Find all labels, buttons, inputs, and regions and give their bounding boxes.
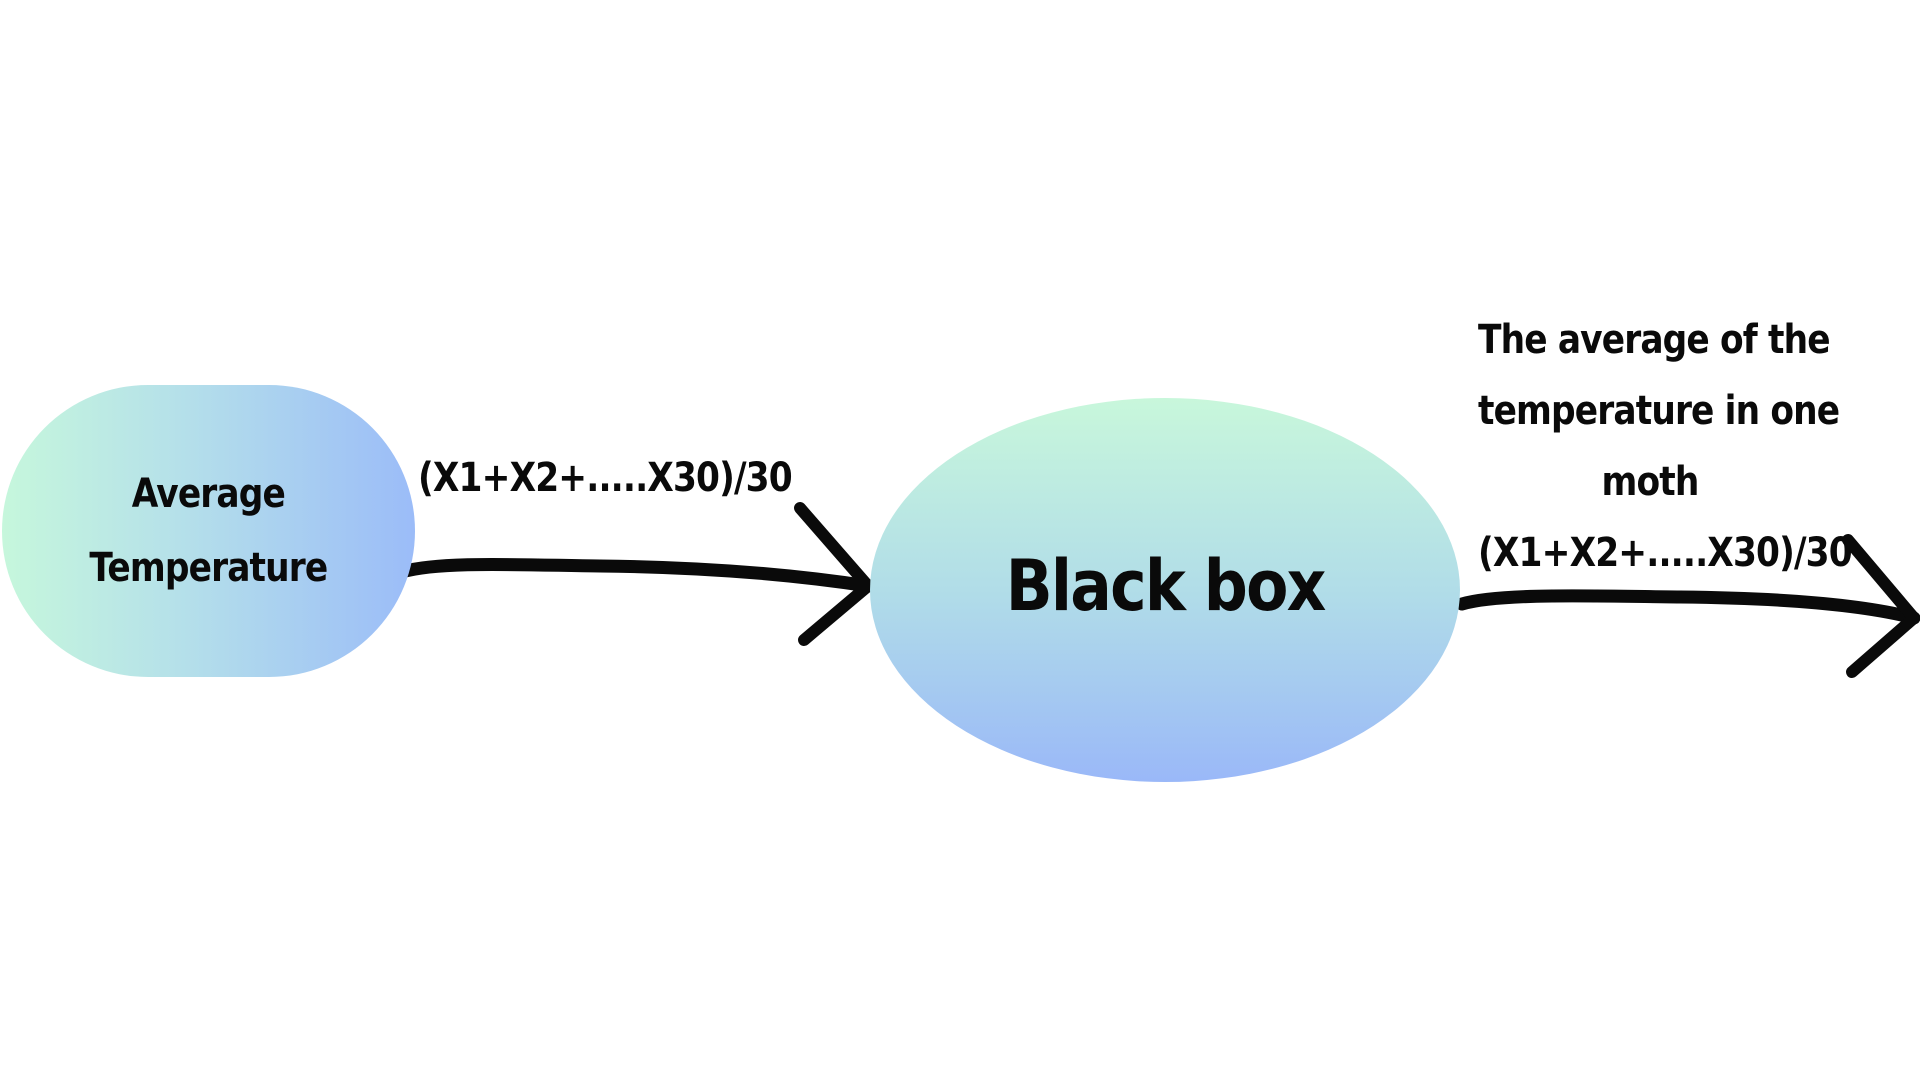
output-description: The average of the temperature in one mo… [1478,305,1853,589]
output-line3: moth [1601,459,1700,505]
average-temperature-label: Average Temperature [89,457,329,605]
black-box-node: Black box [870,398,1460,782]
output-arrow-shaft [1455,589,1920,625]
output-arrow-head [1842,534,1920,678]
output-line2: temperature in one [1478,388,1840,434]
input-formula-label: (X1+X2+.....X30)/30 [418,455,793,501]
input-arrow-head [794,502,874,646]
black-box-label: Black box [1005,545,1327,627]
output-arrow [1455,534,1920,678]
output-line1: The average of the [1478,317,1831,363]
output-formula: (X1+X2+.....X30)/30 [1478,530,1853,576]
input-label-line2: Temperature [89,545,329,591]
input-arrow [395,502,875,646]
average-temperature-node: Average Temperature [2,385,415,677]
input-label-line1: Average [131,471,286,517]
input-arrow-shaft [395,557,875,593]
